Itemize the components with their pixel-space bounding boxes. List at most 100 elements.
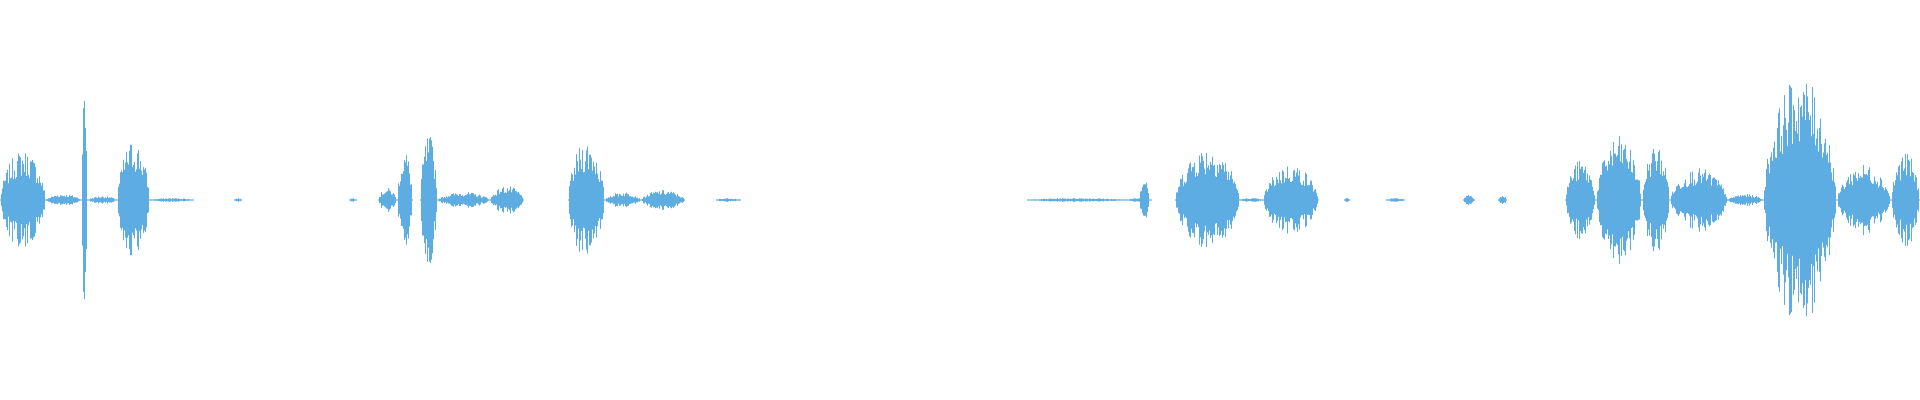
waveform-bar [1147,188,1148,212]
waveform-bar [636,197,637,203]
waveform-bar [1087,198,1088,202]
waveform-bar [1866,174,1867,226]
waveform-bar [1068,198,1069,202]
waveform-bar [1248,198,1249,202]
waveform-bar [1729,198,1730,202]
waveform-bar [1590,179,1591,221]
waveform-bar [661,193,662,207]
waveform-bar [426,161,427,239]
waveform-bar [502,188,503,212]
waveform-bar [669,193,670,207]
waveform-bar [1592,186,1593,214]
waveform-bar [577,161,578,239]
waveform-bar [1050,198,1051,202]
waveform-bar [1056,198,1057,202]
waveform-bar [1887,190,1888,210]
waveform-bar [1075,198,1076,202]
waveform-bar [1178,187,1179,213]
waveform-bar [1148,193,1149,207]
waveform-bar [1105,199,1106,201]
waveform-bar [125,162,126,238]
waveform-bar [1880,177,1881,223]
waveform-bar [1582,166,1583,234]
waveform-bar [1261,199,1262,201]
waveform-bar [1718,180,1719,220]
waveform-bar [383,194,384,206]
waveform-bar [1039,199,1040,201]
waveform-bar [1469,196,1470,204]
waveform-bar [1629,161,1630,239]
waveform-bar [1236,188,1237,212]
waveform-bar [120,172,121,228]
waveform-bar [133,164,134,236]
waveform-bar [103,197,104,203]
waveform-bar [1294,169,1295,231]
waveform-bar [158,198,159,202]
waveform-bar [513,187,514,213]
waveform-bar [1284,182,1285,218]
waveform-bar [21,175,22,225]
waveform-bar [1759,198,1760,202]
waveform-bar [1229,179,1230,221]
waveform-bar [1805,119,1806,281]
waveform-bar [1591,180,1592,220]
waveform-bar [1829,144,1830,256]
waveform-bar [1219,163,1220,237]
waveform-bar [584,171,585,229]
waveform-bar [487,198,488,202]
waveform-bar [725,198,726,202]
waveform-bar [1073,198,1074,202]
waveform-bar [1059,198,1060,202]
waveform-bar [152,199,153,201]
waveform-bar [93,198,94,202]
waveform-bar [81,199,82,201]
waveform-bar [1876,184,1877,216]
waveform-bar [497,190,498,210]
waveform-bar [1721,184,1722,216]
waveform-bar [1861,177,1862,223]
waveform-bar [1838,193,1839,207]
waveform-bar [1080,198,1081,202]
waveform-bar [1761,199,1762,201]
waveform-bar [1227,179,1228,221]
waveform-bar [1643,189,1644,211]
waveform-bar [1348,198,1349,202]
waveform-bar [1277,179,1278,221]
waveform-bar [455,193,456,207]
waveform-bar [1466,196,1467,204]
waveform-bar [1826,154,1827,246]
waveform-bar [1714,177,1715,223]
waveform-bar [632,196,633,204]
waveform-bar [1084,199,1085,201]
waveform-bar [1392,198,1393,202]
waveform-bar [639,198,640,202]
waveform-bar [1770,157,1771,243]
waveform-bar [447,197,448,203]
waveform-bar [1505,197,1506,203]
waveform-bar [1781,136,1782,265]
waveform-bar [1696,183,1697,217]
waveform-bar [1782,153,1783,247]
waveform-bar [151,199,152,201]
waveform-bar [434,178,435,222]
waveform-bar [186,199,187,201]
waveform-bar [647,194,648,206]
waveform-bar [655,191,656,209]
waveform-bar [1726,197,1727,203]
waveform-bar [1134,198,1135,202]
waveform-bar [1916,177,1917,223]
waveform-bar [1595,199,1596,201]
waveform-bar [498,189,499,211]
waveform-bar [428,152,429,248]
waveform-bar [96,197,97,203]
waveform-bar [422,164,423,236]
waveform-bar [1220,165,1221,235]
waveform-bar [728,198,729,202]
waveform-bar [1813,133,1814,266]
waveform-bar [1639,180,1640,220]
waveform-bar [591,157,592,243]
waveform-bar [1305,172,1306,228]
waveform-bar [1146,182,1147,218]
waveform-bar [123,159,124,241]
waveform-bar [1282,170,1283,230]
